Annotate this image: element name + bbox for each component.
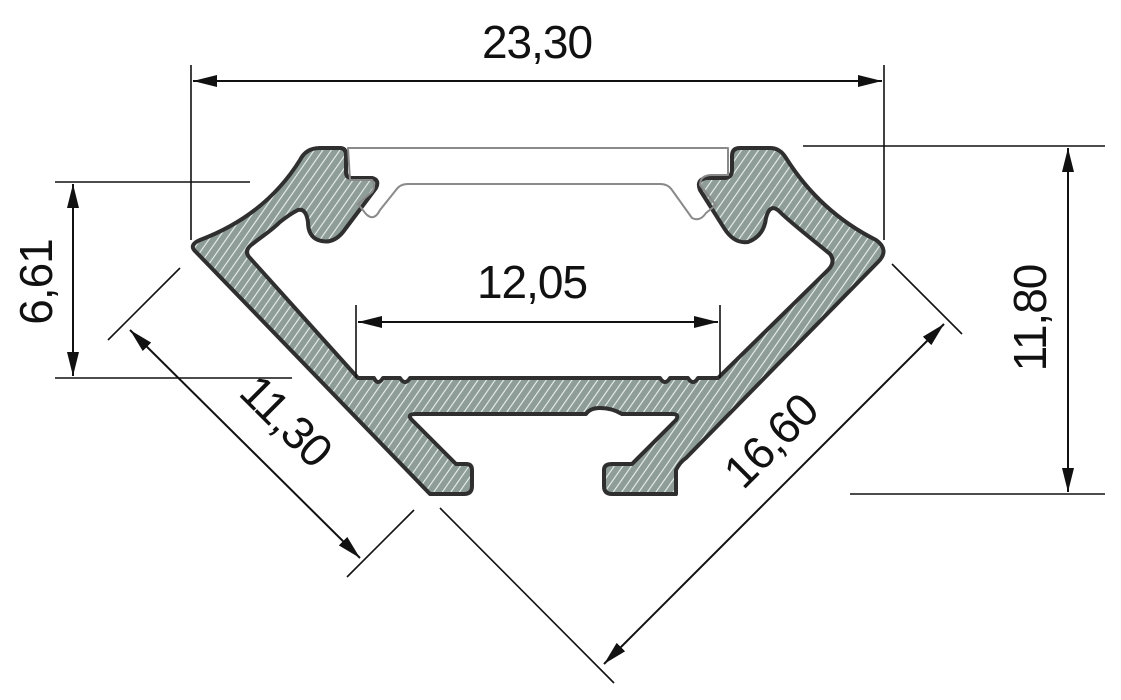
dim-overall-height: 11,80 xyxy=(803,145,1105,495)
dim-inner-width: 12,05 xyxy=(355,256,721,378)
diffuser-cover xyxy=(347,147,729,221)
dim-label-overall-width: 23,30 xyxy=(482,16,592,68)
diffuser-outline xyxy=(347,147,729,221)
dim-right-face: 16,60 xyxy=(439,263,963,684)
dim-label-overall-height: 11,80 xyxy=(1004,265,1056,372)
dim-label-inner-width: 12,05 xyxy=(477,256,587,308)
dim-label-left-height: 6,61 xyxy=(10,239,62,325)
dim-overall-width: 23,30 xyxy=(190,16,885,240)
